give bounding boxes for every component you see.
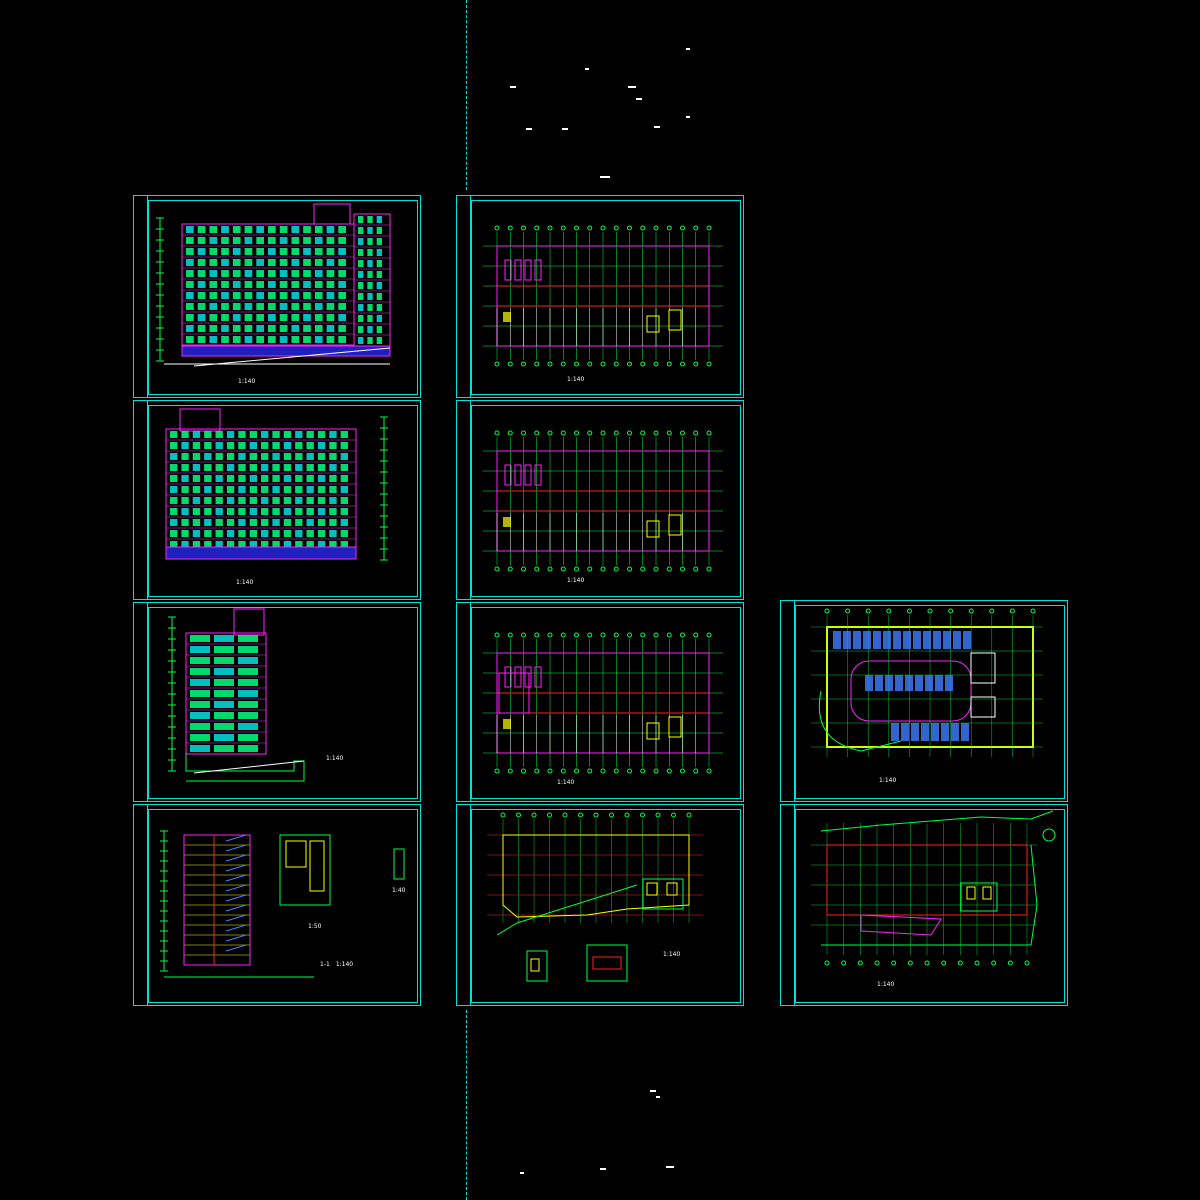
center-axis-top xyxy=(466,0,468,190)
sheet-front-elevation[interactable]: 1:140 xyxy=(133,195,421,398)
sheet-inner-frame xyxy=(471,809,741,1003)
title-strip xyxy=(457,603,471,801)
sheet-inner-frame xyxy=(471,200,741,395)
caption-small-detail: 1:40 xyxy=(392,887,406,894)
title-strip xyxy=(134,401,148,599)
sheet-floor-plan-c[interactable]: 1:140 xyxy=(456,602,744,802)
sheet-inner-frame xyxy=(471,405,741,597)
sheet-caption: 1:140 xyxy=(567,577,585,584)
title-strip xyxy=(457,196,471,397)
back-elevation-drawing xyxy=(165,408,388,561)
sheet-caption: 1:140 xyxy=(326,755,344,762)
sheet-caption: 1:140 xyxy=(879,777,897,784)
sheet-inner-frame xyxy=(148,200,418,395)
sheet-ground-plan[interactable]: 1:140 xyxy=(780,804,1068,1006)
sheet-caption: 1:140 xyxy=(557,779,575,786)
sheet-inner-frame xyxy=(148,607,418,799)
sheet-basement-plan[interactable]: 1:140 xyxy=(780,600,1068,802)
ground-plan-drawing xyxy=(811,810,1056,966)
sheet-inner-frame xyxy=(795,809,1065,1003)
floor-plan-c-drawing xyxy=(483,632,723,774)
title-strip xyxy=(457,805,471,1005)
sheet-caption: 1:140 xyxy=(663,951,681,958)
sheet-floor-plan-b[interactable]: 1:140 xyxy=(456,400,744,600)
title-strip xyxy=(457,401,471,599)
title-strip xyxy=(134,603,148,801)
floor-plan-b-drawing xyxy=(483,430,723,572)
sheet-back-elevation[interactable]: 1:140 xyxy=(133,400,421,600)
basement-plan-drawing xyxy=(811,608,1043,757)
title-strip xyxy=(134,196,148,397)
sheet-caption: 1:140 xyxy=(238,378,256,385)
caption-stair-detail: 1:50 xyxy=(308,923,322,930)
roof-plan-drawing xyxy=(487,812,703,982)
title-strip xyxy=(781,805,795,1005)
sheet-inner-frame xyxy=(795,605,1065,799)
front-elevation-drawing xyxy=(156,203,391,367)
sheet-roof-plan[interactable]: 1:140 xyxy=(456,804,744,1006)
sheet-floor-plan-a[interactable]: 1:140 xyxy=(456,195,744,398)
sheet-caption: 1:140 xyxy=(877,981,895,988)
title-strip xyxy=(134,805,148,1005)
sheet-caption: 1:140 xyxy=(567,376,585,383)
center-axis-bottom xyxy=(466,1010,468,1200)
section-drawing xyxy=(160,830,405,978)
sheet-inner-frame xyxy=(148,809,418,1003)
sheet-caption: 1:140 xyxy=(236,579,254,586)
sheet-inner-frame xyxy=(471,607,741,799)
sheet-side-elevation[interactable]: 1:140 xyxy=(133,602,421,802)
title-strip xyxy=(781,601,795,801)
floor-plan-a-drawing xyxy=(483,225,723,367)
side-elevation-drawing xyxy=(168,608,305,782)
sheet-inner-frame xyxy=(148,405,418,597)
